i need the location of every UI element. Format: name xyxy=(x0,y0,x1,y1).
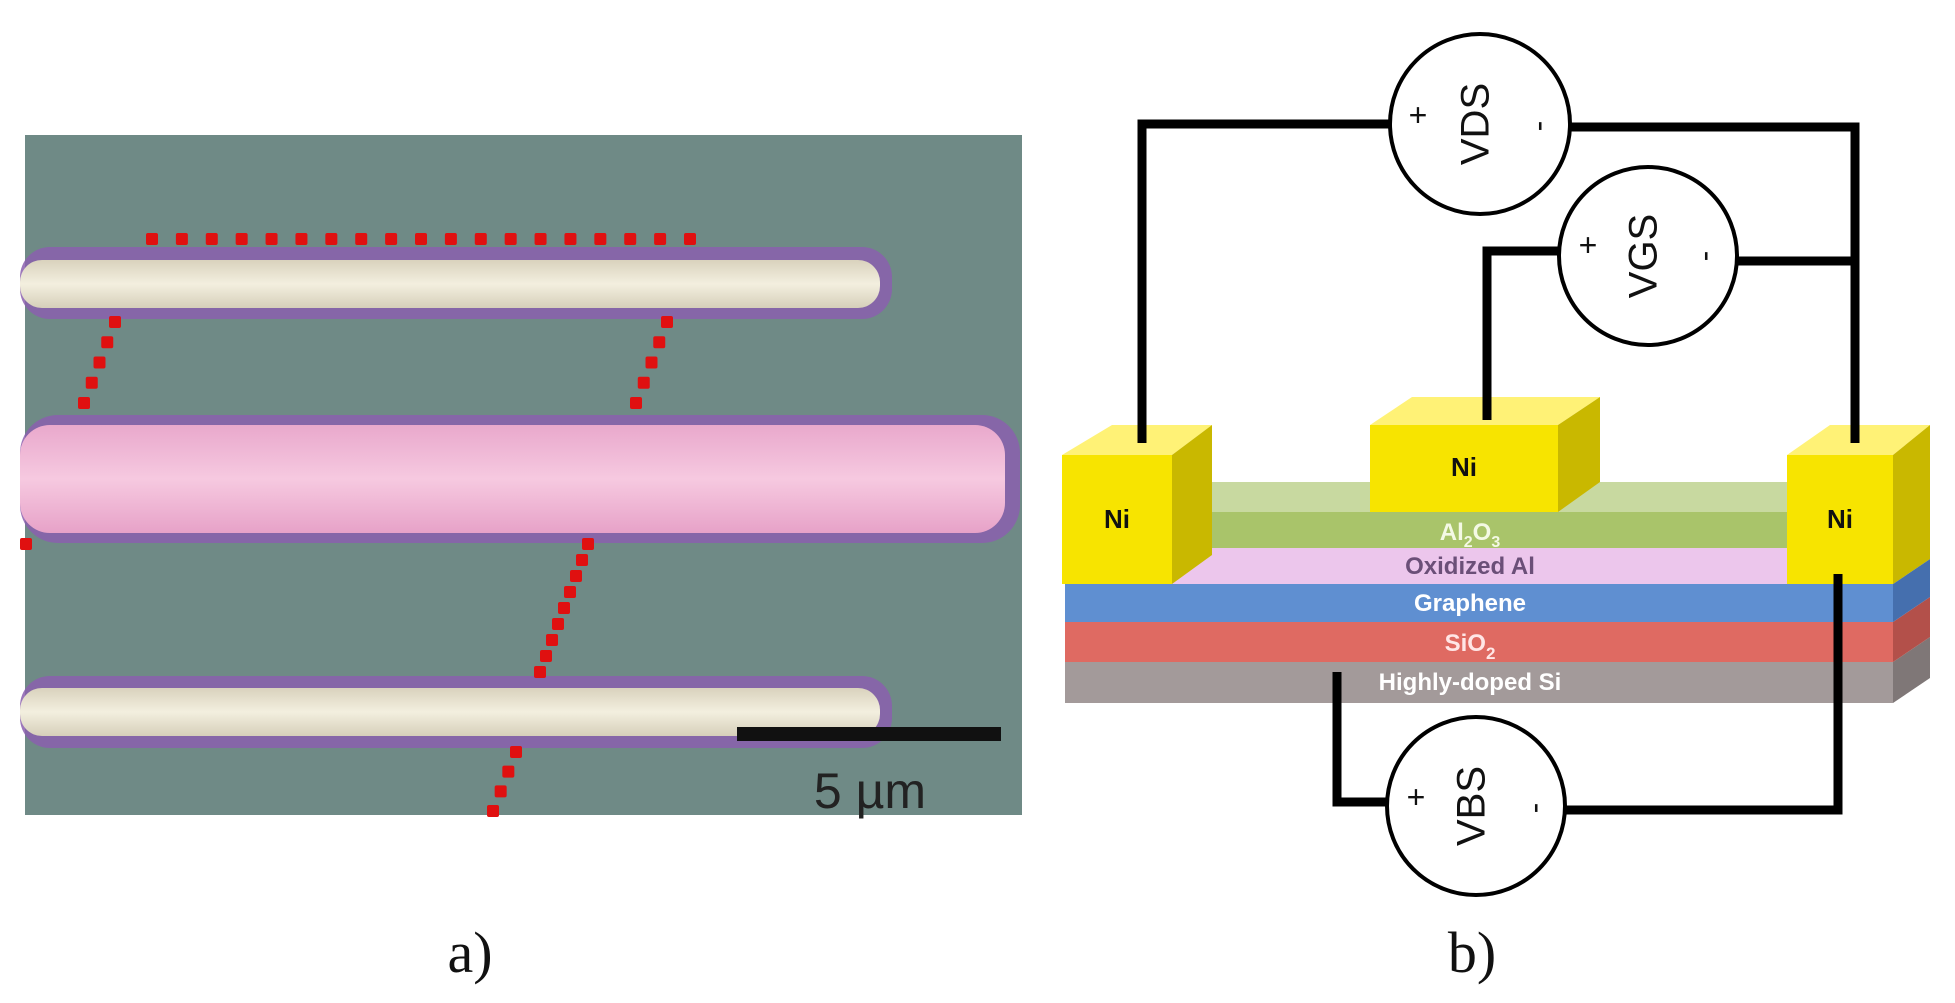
panel-b-caption: b) xyxy=(1448,920,1496,985)
vgs-wire-left xyxy=(1482,246,1560,420)
vds-wire-left xyxy=(1137,119,1390,443)
gate-ni-contact: Ni xyxy=(1370,397,1600,512)
graphene-outline-dot xyxy=(205,233,218,245)
graphene-outline-dot xyxy=(355,233,368,245)
graphene-outline-dot xyxy=(487,805,499,817)
graphene-outline-dot xyxy=(510,746,522,758)
graphene-outline-dot xyxy=(570,570,582,582)
graphene-outline-dots xyxy=(20,233,696,817)
right-ni-contact: Ni xyxy=(1787,425,1930,584)
graphene-outline-dot xyxy=(653,336,666,349)
vds-plus: + xyxy=(1409,97,1428,133)
sio2-label: SiO2 xyxy=(1445,630,1496,663)
graphene-outline-dot xyxy=(654,233,667,245)
graphene-outline-dot xyxy=(546,634,558,646)
graphene-outline-dot xyxy=(109,316,121,328)
graphene-outline-dot xyxy=(93,356,106,369)
vds-minus: - xyxy=(1520,121,1556,132)
graphene-outline-dot xyxy=(645,356,658,369)
top-electrode xyxy=(20,260,880,308)
vbs-wire-left xyxy=(1332,672,1387,807)
graphene-outline-dot xyxy=(576,554,588,566)
graphene-outline-dot xyxy=(265,233,278,245)
graphene-outline-dot xyxy=(474,233,487,245)
graphene-outline-dot xyxy=(101,336,114,349)
graphene-outline-dot xyxy=(235,233,248,245)
left-ni-label: Ni xyxy=(1104,504,1130,534)
si-label: Highly-doped Si xyxy=(1379,669,1562,696)
bottom-electrode xyxy=(20,688,880,736)
graphene-outline-dot xyxy=(534,666,546,678)
oxidized-al-label: Oxidized Al xyxy=(1405,553,1535,580)
vbs-label: VBS xyxy=(1450,766,1494,846)
graphene-outline-dot xyxy=(385,233,398,245)
graphene-outline-dot xyxy=(661,316,673,328)
graphene-outline-dot xyxy=(630,397,642,409)
graphene-outline-dot xyxy=(444,233,457,245)
panel-a-micrograph: 5 µm xyxy=(20,135,1022,819)
vgs-label: VGS xyxy=(1622,214,1666,298)
graphene-outline-dot xyxy=(78,397,90,409)
gate-ni-label: Ni xyxy=(1451,452,1477,482)
graphene-outline-dot xyxy=(564,586,576,598)
circuit-wires xyxy=(1137,119,1860,815)
vgs-plus: + xyxy=(1579,227,1598,263)
graphene-outline-dot xyxy=(624,233,637,245)
vbs-minus: - xyxy=(1516,803,1552,814)
vgs-source: VGS + - xyxy=(1557,165,1739,347)
graphene-outline-dot xyxy=(684,233,696,245)
highly-doped-si-layer: Highly-doped Si xyxy=(1065,637,1930,703)
vbs-plus: + xyxy=(1407,779,1426,815)
vds-wire-right xyxy=(1570,122,1860,443)
graphene-outline-dot xyxy=(415,233,427,245)
vbs-wire-right xyxy=(1565,574,1843,815)
graphene-outline-dot xyxy=(494,785,507,798)
right-ni-label: Ni xyxy=(1827,504,1853,534)
graphene-outline-dot xyxy=(146,233,158,245)
vds-source: VDS + - xyxy=(1388,32,1572,216)
graphene-outline-dot xyxy=(552,618,564,630)
oxidized-al-layer: Oxidized Al xyxy=(1172,548,1787,584)
graphene-outline-dot xyxy=(325,233,338,245)
scale-bar xyxy=(737,727,1001,741)
sio2-layer: SiO2 xyxy=(1065,597,1930,663)
vbs-source: VBS + - xyxy=(1385,715,1567,897)
vds-label: VDS xyxy=(1454,83,1498,165)
graphene-outline-dot xyxy=(594,233,607,245)
al2o3-label: Al2O3 xyxy=(1440,519,1501,551)
graphene-outline-dot xyxy=(175,233,188,245)
graphene-outline-dot xyxy=(582,538,594,550)
graphene-outline-dot xyxy=(504,233,517,245)
graphene-outline-dot xyxy=(295,233,308,245)
graphene-outline-dot xyxy=(564,233,577,245)
panel-a-caption: a) xyxy=(447,920,492,985)
panel-b-schematic: Highly-doped Si SiO2 Graphene Oxidized A… xyxy=(1062,32,1930,897)
graphene-outline-dot xyxy=(85,376,98,389)
graphene-outline-dot xyxy=(540,650,552,662)
graphene-outline-dot xyxy=(558,602,570,614)
graphene-outline-dot xyxy=(637,376,650,389)
vgs-minus: - xyxy=(1686,251,1722,262)
left-ni-contact: Ni xyxy=(1062,425,1212,584)
scale-bar-label: 5 µm xyxy=(814,763,926,819)
graphene-outline-dot xyxy=(534,233,547,245)
middle-electrode xyxy=(20,425,1005,533)
graphene-outline-dot xyxy=(502,765,515,778)
graphene-outline-dot xyxy=(20,538,32,550)
graphene-label: Graphene xyxy=(1414,590,1526,617)
